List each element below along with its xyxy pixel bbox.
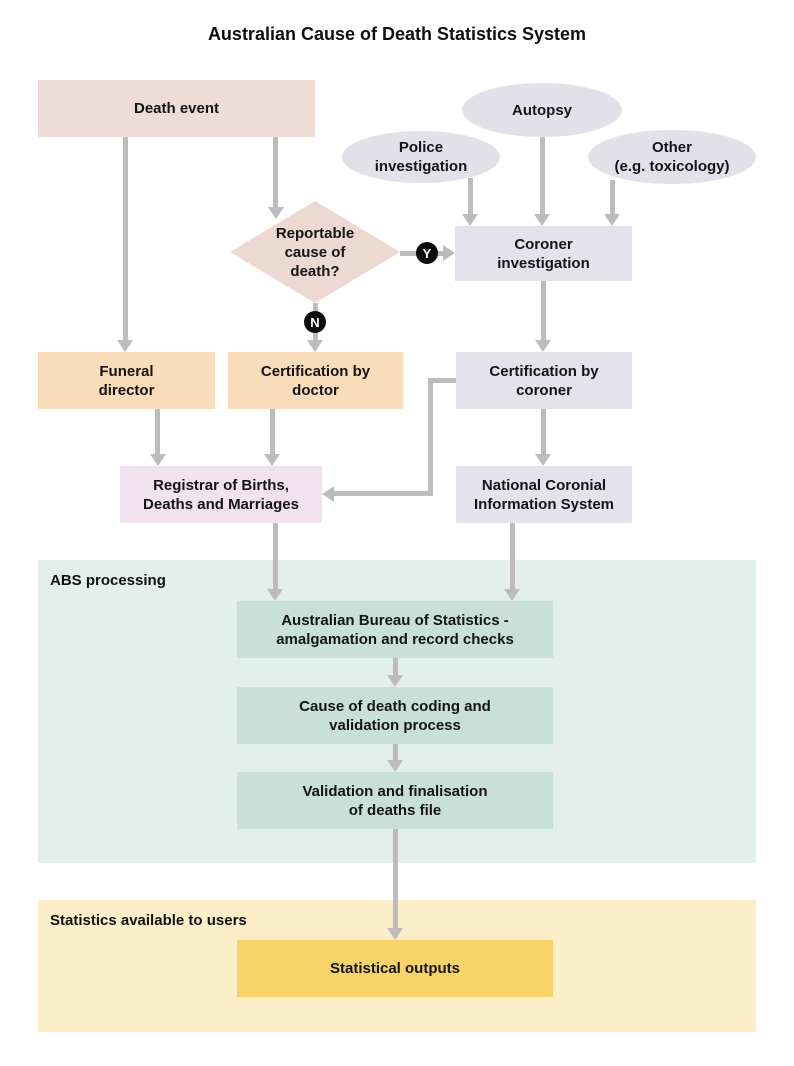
arrow-funeral-to-registrar-line xyxy=(155,409,160,454)
arrow-coding-to-validation-line xyxy=(393,744,398,760)
node-death-event-label: Death event xyxy=(133,100,220,117)
arrow-autopsy-to-coroner-head xyxy=(534,214,550,226)
node-certification-by-coroner-label: Certification by coroner xyxy=(489,362,599,399)
arrow-ncis-to-abs-line xyxy=(510,523,515,589)
arrow-registrar-to-abs-head xyxy=(267,589,283,601)
arrow-death-to-decision-head xyxy=(268,207,284,219)
arrow-police-to-coroner-head xyxy=(462,214,478,226)
node-funeral-director: Funeral director xyxy=(38,352,215,409)
arrow-coroner-to-certcoroner-head xyxy=(535,340,551,352)
arrow-registrar-to-abs-line xyxy=(273,523,278,589)
arrow-certcoroner-to-registrar-seg2 xyxy=(428,378,433,496)
abs-processing-section-label: ABS processing xyxy=(50,572,166,589)
arrow-decision-to-doctor-head xyxy=(307,340,323,352)
arrow-death-to-decision-line xyxy=(273,137,278,208)
node-registrar: Registrar of Births, Deaths and Marriage… xyxy=(120,466,322,523)
node-certification-by-doctor-label: Certification by doctor xyxy=(260,362,371,399)
node-autopsy-label: Autopsy xyxy=(512,101,572,119)
arrow-abs-to-coding-line xyxy=(393,658,398,675)
node-validation-finalisation: Validation and finalisation of deaths fi… xyxy=(237,772,553,829)
arrow-funeral-to-registrar-head xyxy=(150,454,166,466)
arrow-doctor-to-registrar-head xyxy=(264,454,280,466)
node-registrar-label: Registrar of Births, Deaths and Marriage… xyxy=(143,476,299,513)
node-funeral-director-label: Funeral director xyxy=(98,362,155,399)
no-badge: N xyxy=(304,311,326,333)
node-cod-coding-label: Cause of death coding and validation pro… xyxy=(299,697,491,734)
yes-badge: Y xyxy=(416,242,438,264)
arrow-validation-to-outputs-line xyxy=(393,829,398,928)
statistics-available-section-label: Statistics available to users xyxy=(50,912,247,929)
arrow-other-to-coroner-head xyxy=(604,214,620,226)
node-statistical-outputs: Statistical outputs xyxy=(237,940,553,997)
arrow-decision-to-coroner-head xyxy=(443,245,455,261)
node-other-toxicology-label: Other (e.g. toxicology) xyxy=(614,139,730,175)
arrow-police-to-coroner-line xyxy=(468,178,473,215)
arrow-doctor-to-registrar-line xyxy=(270,409,275,454)
arrow-certcoroner-to-ncis-line xyxy=(541,409,546,454)
node-validation-finalisation-label: Validation and finalisation of deaths fi… xyxy=(302,782,488,819)
arrow-coding-to-validation-head xyxy=(387,760,403,772)
node-police-investigation-label: Police investigation xyxy=(374,139,468,175)
node-certification-by-doctor: Certification by doctor xyxy=(228,352,403,409)
node-police-investigation: Police investigation xyxy=(342,131,500,183)
node-coroner-investigation-label: Coroner investigation xyxy=(497,235,590,272)
node-other-toxicology: Other (e.g. toxicology) xyxy=(588,130,756,184)
node-certification-by-coroner: Certification by coroner xyxy=(456,352,632,409)
arrow-autopsy-to-coroner-line xyxy=(540,135,545,215)
node-reportable-cause-decision-label: Reportable cause of death? xyxy=(275,224,355,280)
node-ncis-label: National Coronial Information System xyxy=(473,476,615,513)
arrow-other-to-coroner-line xyxy=(610,180,615,215)
node-death-event: Death event xyxy=(38,80,315,137)
arrow-certcoroner-to-registrar-seg3 xyxy=(334,491,430,496)
node-coroner-investigation: Coroner investigation xyxy=(455,226,632,281)
yes-badge-letter: Y xyxy=(422,245,432,261)
arrow-validation-to-outputs-head xyxy=(387,928,403,940)
node-ncis: National Coronial Information System xyxy=(456,466,632,523)
node-cod-coding: Cause of death coding and validation pro… xyxy=(237,687,553,744)
arrow-coroner-to-certcoroner-line xyxy=(541,281,546,340)
arrow-certcoroner-to-registrar-head xyxy=(322,486,334,502)
arrow-death-to-funeral-line xyxy=(123,137,128,341)
node-autopsy: Autopsy xyxy=(462,83,622,137)
node-reportable-cause-decision: Reportable cause of death? xyxy=(230,201,400,303)
no-badge-letter: N xyxy=(310,314,320,330)
page-title: Australian Cause of Death Statistics Sys… xyxy=(207,24,587,44)
arrow-death-to-funeral-head xyxy=(117,340,133,352)
arrow-abs-to-coding-head xyxy=(387,675,403,687)
arrow-ncis-to-abs-head xyxy=(504,589,520,601)
arrow-certcoroner-to-registrar-seg1 xyxy=(430,378,456,383)
node-abs-amalgamation-label: Australian Bureau of Statistics - amalga… xyxy=(276,611,514,648)
node-statistical-outputs-label: Statistical outputs xyxy=(329,960,460,977)
arrow-certcoroner-to-ncis-head xyxy=(535,454,551,466)
node-abs-amalgamation: Australian Bureau of Statistics - amalga… xyxy=(237,601,553,658)
